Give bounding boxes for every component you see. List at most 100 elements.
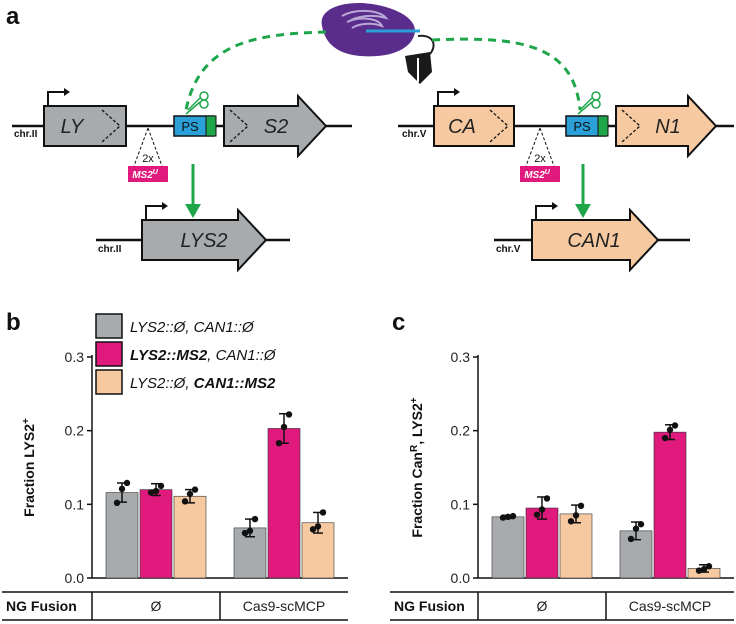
category-label: Ø xyxy=(151,598,162,614)
data-point xyxy=(191,486,199,493)
data-point xyxy=(499,514,507,521)
gene-fragment-1-label: CA xyxy=(448,116,476,138)
bar xyxy=(173,495,207,579)
y-axis-label-part: , LYS2 xyxy=(409,403,425,445)
y-axis-label-part: Fraction LYS2 xyxy=(21,424,37,517)
recruit-line-right xyxy=(431,37,582,111)
product-label: LYS2 xyxy=(180,230,227,252)
legend-label-part: LYS2::Ø xyxy=(130,375,187,392)
data-point xyxy=(637,521,645,528)
bar xyxy=(105,492,139,579)
data-point xyxy=(309,526,317,533)
ms2-box xyxy=(520,166,560,182)
data-point xyxy=(118,485,126,493)
legend-label: LYS2::MS2, CAN1::Ø xyxy=(130,347,277,364)
data-point xyxy=(632,525,640,532)
ms2-label: MS2 xyxy=(524,170,545,181)
data-point xyxy=(275,439,283,447)
svg-text:MS2U: MS2U xyxy=(132,169,159,181)
legend-label: LYS2::Ø, CAN1::Ø xyxy=(130,319,255,336)
y-tick-label: 0.1 xyxy=(451,496,471,512)
data-point xyxy=(147,489,155,496)
legend-label: LYS2::Ø, CAN1::MS2 xyxy=(130,375,276,392)
bar xyxy=(267,428,301,579)
y-axis-label-part: Fraction Can xyxy=(409,452,425,538)
legend-label-part: CAN1::Ø xyxy=(216,347,277,364)
ms2-count: 2x xyxy=(534,153,546,165)
gene-fragment-2-label: S2 xyxy=(264,116,288,138)
y-tick-label: 0.0 xyxy=(65,570,85,586)
y-axis-label-part: + xyxy=(409,397,420,403)
data-point xyxy=(627,535,635,543)
panel-label-a: a xyxy=(6,3,20,30)
data-point xyxy=(705,563,713,570)
lys2-locus: chr.II LY PS S2 2x MS2U xyxy=(12,88,352,182)
y-tick-label: 0.2 xyxy=(451,423,471,439)
y-axis-label-part: + xyxy=(21,418,32,424)
data-point xyxy=(504,513,512,521)
legend-label-part: , xyxy=(207,347,215,364)
panel-label-c: c xyxy=(392,309,405,336)
product-label: CAN1 xyxy=(567,230,620,252)
data-point xyxy=(700,565,708,573)
bar xyxy=(653,431,687,579)
gene-fragment-1 xyxy=(43,105,127,147)
row-label: NG Fusion xyxy=(394,598,465,614)
legend-label-part: CAN1::Ø xyxy=(194,319,255,336)
y-tick-label: 0.0 xyxy=(451,570,471,586)
legend-label-part: , xyxy=(185,375,193,392)
chrom-label: chr.II xyxy=(14,129,38,140)
gene-fragment-2 xyxy=(223,93,328,159)
legend-label-part: LYS2::MS2 xyxy=(130,347,208,364)
data-point xyxy=(181,498,189,505)
data-point xyxy=(113,499,121,507)
bar xyxy=(491,516,525,579)
promoter-arrow-icon xyxy=(47,91,68,106)
category-label: Ø xyxy=(537,598,548,614)
ms2-label: MS2 xyxy=(132,170,153,181)
legend-swatch xyxy=(95,341,123,367)
y-axis-label: Fraction CanR, LYS2+ xyxy=(409,397,426,537)
can1-product: chr.V CAN1 xyxy=(494,202,690,273)
category-label: Cas9-scMCP xyxy=(243,598,325,614)
svg-text:MS2U: MS2U xyxy=(524,169,551,181)
legend-swatch xyxy=(95,313,123,339)
data-point xyxy=(319,509,327,516)
y-axis-label: Fraction LYS2+ xyxy=(21,418,38,517)
y-axis-label-part: R xyxy=(409,444,420,452)
data-point xyxy=(538,506,546,513)
data-point xyxy=(123,479,131,487)
data-point xyxy=(241,529,249,537)
legend-label-part: , xyxy=(185,319,193,336)
data-point xyxy=(285,411,293,418)
y-tick-label: 0.1 xyxy=(65,496,85,512)
ps-label: PS xyxy=(573,119,591,134)
y-tick-label: 0.2 xyxy=(65,423,85,439)
ms2-box xyxy=(128,166,168,182)
data-point xyxy=(186,490,194,498)
panel-label-b: b xyxy=(6,309,21,336)
data-point xyxy=(543,495,551,502)
gene-fragment-2 xyxy=(615,93,718,159)
data-point xyxy=(695,567,703,574)
scissors-icon xyxy=(577,91,601,115)
row-label: NG Fusion xyxy=(6,598,77,614)
product-chrom-label: chr.V xyxy=(496,244,521,255)
can1-locus: chr.V CA PS N1 2x MS2U xyxy=(398,88,734,182)
data-point xyxy=(157,482,165,490)
data-point xyxy=(666,426,674,434)
data-point xyxy=(280,423,288,431)
ms2-count: 2x xyxy=(142,153,154,165)
data-point xyxy=(509,512,517,520)
product-chrom-label: chr.II xyxy=(98,244,122,255)
data-point xyxy=(567,518,575,525)
cas9-protein-icon xyxy=(321,2,435,84)
promoter-arrow-icon xyxy=(145,205,166,220)
legend-label-part: LYS2::Ø xyxy=(130,319,187,336)
data-point xyxy=(577,502,585,510)
data-point xyxy=(246,527,254,535)
chrom-label: chr.V xyxy=(402,129,427,140)
data-point xyxy=(152,487,160,495)
